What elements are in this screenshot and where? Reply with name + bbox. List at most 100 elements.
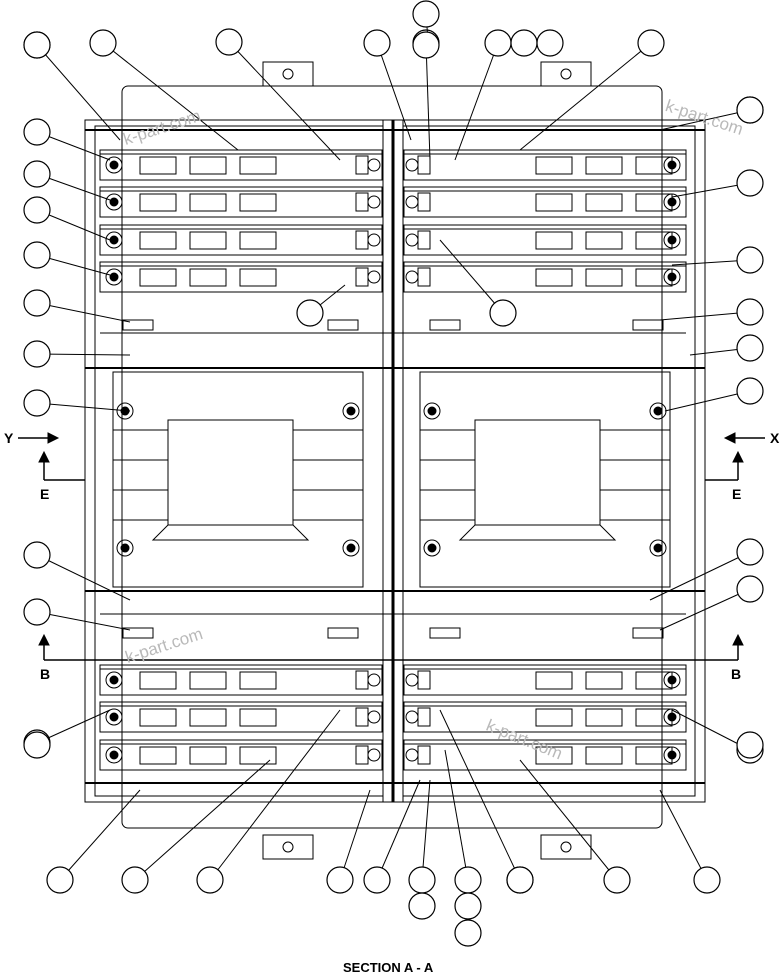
callout-balloon [637,29,665,57]
module-row [99,149,383,181]
module-body [99,261,383,293]
leader-line [444,749,469,881]
cabinet-frame [18,61,765,860]
module-row [99,224,383,256]
chamber-frame [419,371,671,588]
module-window [635,746,673,765]
leader-line [376,779,421,881]
chamber-bolt [423,539,441,557]
callout-balloon [23,160,51,188]
callout-balloon [412,31,440,59]
module-window [635,156,673,175]
module-window [635,193,673,212]
callout-balloon [736,538,764,566]
callout-balloon [23,598,51,626]
coil-base [458,524,617,541]
b-left-label: B [40,666,51,682]
module-window [239,708,277,727]
module-row [403,261,687,293]
callout-balloon [736,334,764,362]
side-bolt [367,748,381,762]
callout-balloon [736,246,764,274]
module-window [189,231,227,250]
e-right-label: E [732,486,742,502]
callout-balloon [603,866,631,894]
bolt-outer [105,708,123,726]
callout-balloon [506,866,534,894]
callout-balloon [363,29,391,57]
callout-balloon [408,866,436,894]
module-row [99,261,383,293]
chamber-bolt [342,402,360,420]
clamp [355,155,369,175]
module-window [139,746,177,765]
clamp [417,707,431,727]
callout-balloon [363,866,391,894]
leader-line [36,611,131,631]
side-bolt [405,195,419,209]
module-body [403,739,687,771]
module-window [239,193,277,212]
clamp [355,230,369,250]
leader-line [102,42,239,151]
chamber-bolt [116,539,134,557]
module-window [139,231,177,250]
mount-hole [282,68,294,80]
module-window [535,708,573,727]
module-row [403,701,687,733]
mount-tab [262,834,314,860]
leader-line [659,109,751,131]
module-body [99,664,383,696]
module-body [99,739,383,771]
side-bolt [405,158,419,172]
leader-line [36,554,131,601]
module-window [239,746,277,765]
leader-line [59,789,141,881]
module-window [139,708,177,727]
callout-balloon [215,28,243,56]
callout-balloon [412,0,440,28]
module-row [403,149,687,181]
callout-balloon [23,289,51,317]
module-window [585,708,623,727]
callout-balloon [23,241,51,269]
callout-balloon [23,340,51,368]
module-window [635,671,673,690]
b-left-head [38,633,50,646]
side-bolt [405,270,419,284]
chamber-bolt-core [653,543,663,553]
callout-balloon [23,541,51,569]
leader-line [649,551,751,601]
module-window [189,671,227,690]
bracket [327,319,359,331]
callout-balloon [736,96,764,124]
side-bolt [367,673,381,687]
module-row [403,186,687,218]
bracket [122,627,154,639]
leader-line [454,42,499,161]
callout-balloon [23,196,51,224]
chamber-bolt-core [427,543,437,553]
leader-line [659,789,708,881]
module-body [99,149,383,181]
callout-balloon [23,118,51,146]
module-window [535,746,573,765]
clamp [355,670,369,690]
module-window [535,671,573,690]
bolt-outer [105,671,123,689]
callout-balloon [536,29,564,57]
module-body [403,149,687,181]
module-window [139,671,177,690]
coil-chamber [112,371,364,588]
callout-balloon [736,298,764,326]
e-left-head [38,450,50,463]
bolt-outer [105,746,123,764]
bolt-inner [109,160,119,170]
module-body [403,664,687,696]
bolt-inner [109,272,119,282]
module-window [239,156,277,175]
leader-line [659,588,751,631]
callout-balloon [454,866,482,894]
callout-balloon [736,377,764,405]
